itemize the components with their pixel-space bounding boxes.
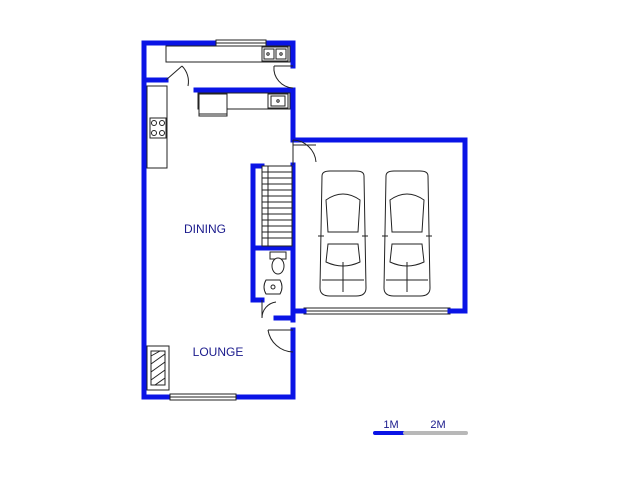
- walls: [141, 40, 468, 400]
- car-right: [382, 170, 432, 297]
- kitchen: [146, 45, 291, 169]
- room-label-dining: DINING: [184, 222, 226, 236]
- fireplace: [146, 345, 170, 391]
- car-left: [318, 170, 368, 297]
- windows: [169, 39, 468, 401]
- wc-fixtures: [263, 251, 287, 295]
- scale-bar: 1M 2M: [373, 419, 468, 435]
- doors: [165, 65, 317, 353]
- scale-label-1m: 1M: [383, 419, 398, 431]
- scale-label-2m: 2M: [430, 419, 445, 431]
- room-label-lounge: LOUNGE: [193, 345, 244, 359]
- stairs: [261, 165, 293, 247]
